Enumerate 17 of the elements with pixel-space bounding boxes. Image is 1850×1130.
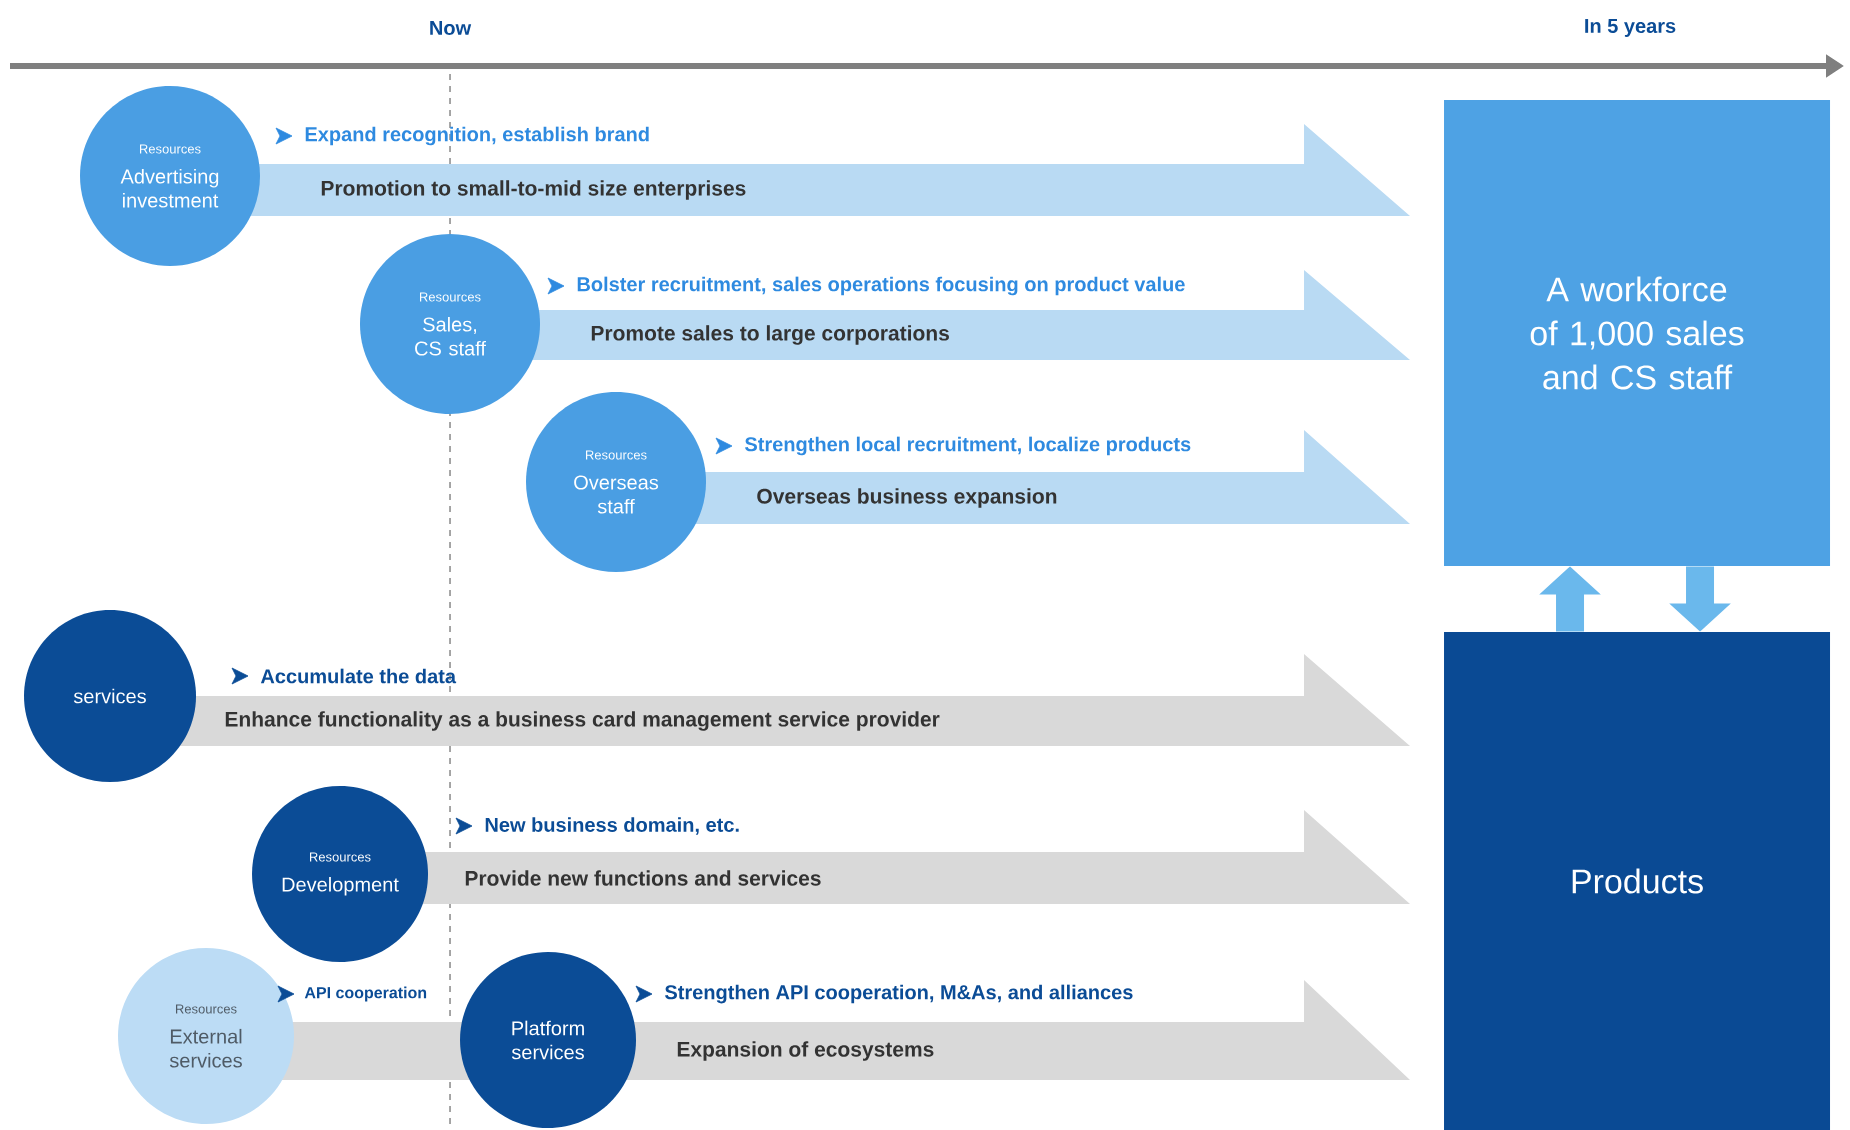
band-label: Provide new functions and services [465,870,821,886]
time-label: In 5 years [1585,19,1676,37]
band-heading: Strengthen local recruitment, localize products [745,436,1191,456]
band-heading: Strengthen API cooperation, M&As, and alliances [665,984,1133,1004]
band-label: Promotion to small-to-mid size enterprises [321,180,746,200]
band-heading: Bolster recruitment, sales operations focusing on product value [577,276,1185,296]
band-heading: Accumulate the data [260,668,457,684]
target-box: A workforce of 1,000 sales and CS staff [1444,100,1831,566]
band-heading: Expand recognition, establish brand [305,126,649,146]
band-heading: API cooperation [304,986,427,1002]
band-label: Enhance functionality as a business card management service provider [225,711,940,731]
band-label: Promote sales to large corporations [591,325,949,345]
target-box: Products [1444,632,1831,1130]
band-label: Expansion of ecosystems [677,1041,934,1061]
band-label: Overseas business expansion [757,488,1057,508]
time-label: Now [430,21,472,35]
band-heading: New business domain, etc. [485,817,739,835]
